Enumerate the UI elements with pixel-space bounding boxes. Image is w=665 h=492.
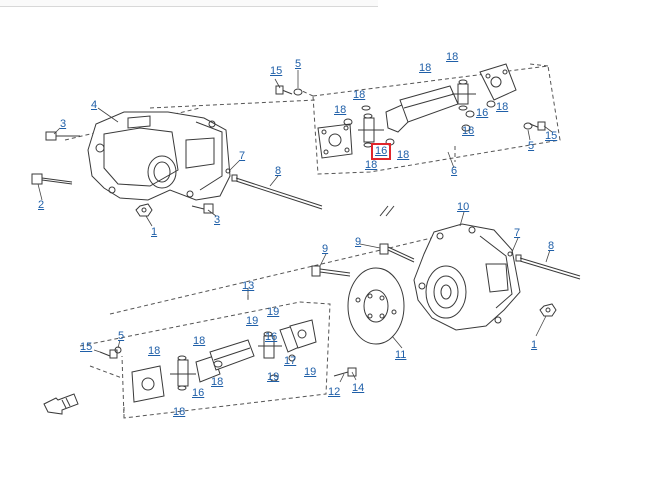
callout-5[interactable]: 5 (528, 140, 535, 152)
bolt-part-8-upper (231, 174, 323, 210)
nut-part-1-rear (539, 303, 557, 317)
callout-19[interactable]: 19 (267, 306, 280, 318)
callout-3[interactable]: 3 (60, 118, 67, 130)
pin-part-7-lower (507, 251, 513, 257)
callout-8[interactable]: 8 (548, 240, 555, 252)
callout-7[interactable]: 7 (514, 227, 521, 239)
callout-18[interactable]: 18 (193, 335, 206, 347)
callout-18[interactable]: 18 (148, 345, 161, 357)
callout-17[interactable]: 17 (284, 355, 297, 367)
callout-14[interactable]: 14 (352, 382, 365, 394)
callout-2[interactable]: 2 (38, 199, 45, 211)
bolt-part-8-lower (515, 254, 581, 280)
callout-5[interactable]: 5 (295, 58, 302, 70)
leader-lines (37, 70, 553, 383)
front-propshaft (317, 63, 517, 159)
callout-18[interactable]: 18 (397, 149, 410, 161)
bolt-part-15-lower (99, 346, 122, 359)
callout-18[interactable]: 18 (446, 51, 459, 63)
nut-part-1-front (135, 203, 153, 217)
callout-3[interactable]: 3 (214, 214, 221, 226)
callout-19[interactable]: 19 (267, 371, 280, 383)
bolt-part-9-right (379, 243, 415, 263)
callout-16[interactable]: 16 (265, 331, 278, 343)
callout-18[interactable]: 18 (496, 101, 509, 113)
callout-18[interactable]: 18 (334, 104, 347, 116)
rear-differential-housing (413, 223, 521, 331)
callout-18[interactable]: 18 (173, 406, 186, 418)
callout-18[interactable]: 18 (419, 62, 432, 74)
callout-10[interactable]: 10 (457, 201, 470, 213)
brake-disc-part-11 (347, 267, 405, 345)
callout-1[interactable]: 1 (531, 339, 538, 351)
section-break-mark (379, 205, 395, 217)
bolt-part-2 (31, 173, 73, 185)
callout-15[interactable]: 15 (545, 130, 558, 142)
callout-13[interactable]: 13 (242, 280, 255, 292)
bolt-part-15-upper-right (523, 121, 546, 131)
callout-16[interactable]: 16 (192, 387, 205, 399)
callout-9[interactable]: 9 (355, 236, 362, 248)
callout-4[interactable]: 4 (91, 99, 98, 111)
callout-5[interactable]: 5 (118, 330, 125, 342)
callout-11[interactable]: 11 (395, 349, 407, 361)
callout-16[interactable]: 16 (476, 107, 489, 119)
callout-7[interactable]: 7 (239, 150, 246, 162)
callout-19[interactable]: 19 (246, 315, 259, 327)
callout-9[interactable]: 9 (322, 243, 329, 255)
callout-6[interactable]: 6 (451, 165, 458, 177)
callout-12[interactable]: 12 (328, 386, 341, 398)
rear-propshaft (131, 319, 317, 403)
bolt-part-12 (333, 367, 357, 377)
bolt-part-3-lower (191, 203, 214, 214)
front-direction-arrow-icon (43, 393, 79, 415)
callout-18[interactable]: 18 (462, 125, 475, 137)
bolt-part-9-left (311, 265, 351, 277)
front-differential-housing (87, 111, 231, 201)
callout-1[interactable]: 1 (151, 226, 158, 238)
top-scrollbar-edge (0, 0, 378, 7)
callout-18[interactable]: 18 (365, 159, 378, 171)
callout-15[interactable]: 15 (80, 341, 93, 353)
bolt-part-3-upper (45, 131, 80, 141)
bolt-part-15-upper-left (275, 85, 303, 96)
callout-16-selected[interactable]: 16 (371, 143, 392, 160)
callout-18[interactable]: 18 (353, 89, 366, 101)
callout-15[interactable]: 15 (270, 65, 283, 77)
callout-18[interactable]: 18 (211, 376, 224, 388)
callout-8[interactable]: 8 (275, 165, 282, 177)
callout-19[interactable]: 19 (304, 366, 317, 378)
pin-part-7-upper (225, 168, 231, 174)
